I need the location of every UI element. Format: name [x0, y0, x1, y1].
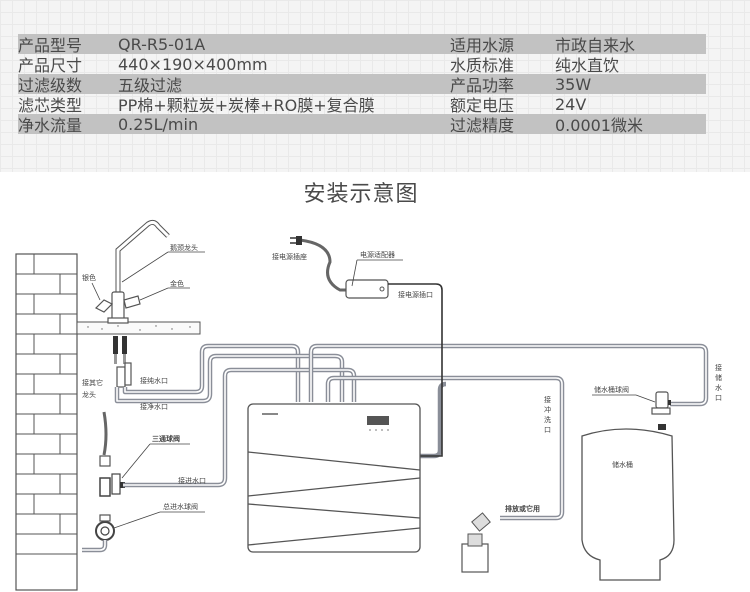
- spec-row-flow: 净水流量 0.25L/min: [18, 114, 706, 135]
- spec-value: 35W: [555, 74, 592, 94]
- power-adapter-icon: [345, 279, 389, 299]
- pipes: [82, 343, 709, 553]
- fitting-icon: [124, 362, 132, 386]
- spec-value: 0.25L/min: [118, 114, 199, 134]
- label-left-handle: 银色: [82, 273, 96, 282]
- three-way-valve-icon: [99, 473, 125, 497]
- spec-label: 滤芯类型: [18, 96, 83, 115]
- label-inlet-port: 接进水口: [178, 476, 206, 485]
- spec-value: 五级过滤: [118, 76, 183, 95]
- label-tank-valve: 储水桶球阀: [594, 385, 629, 394]
- ro-purifier-unit: [247, 403, 421, 553]
- spec-label: 净水流量: [18, 116, 83, 135]
- countertop: [76, 321, 201, 335]
- power-socket-icon: [379, 286, 385, 292]
- spec-label: 适用水源: [450, 36, 515, 55]
- spec-value: 0.0001微米: [555, 116, 643, 135]
- spec-row-voltage: 额定电压 24V: [450, 94, 706, 116]
- label-drain: 排放或它用: [505, 504, 540, 513]
- label-storage-tank: 储水桶: [612, 460, 633, 469]
- spec-row-model: 产品型号 QR-R5-01A: [18, 34, 706, 55]
- tank-valve-icon: [651, 391, 671, 415]
- spec-row-power: 产品功率 35W: [450, 74, 706, 96]
- label-power-adapter: 电源适配器: [360, 250, 395, 259]
- diagram-labels: 鹅颈龙头 银色 金色 接纯水口 接净水口 三通球阀 接进水口 总进水球阀 接电源…: [82, 243, 656, 529]
- label-right-handle: 金色: [170, 279, 184, 288]
- main-inlet-valve-icon: [95, 514, 115, 541]
- label-storage-port: 接储水口: [715, 364, 722, 402]
- spec-value: QR-R5-01A: [118, 34, 206, 54]
- diagram-title: 安装示意图: [303, 182, 419, 207]
- spec-label: 产品型号: [18, 36, 83, 55]
- spec-row-filter-type: 滤芯类型 PP棉+颗粒炭+炭棒+RO膜+复合膜: [18, 94, 458, 115]
- label-gooseneck-faucet: 鹅颈龙头: [170, 243, 198, 252]
- spec-label: 过滤精度: [450, 116, 515, 135]
- label-power-port: 接电源插口: [398, 290, 433, 299]
- spec-row-water-standard: 水质标准 纯水直饮: [450, 54, 706, 75]
- spec-value: 24V: [555, 94, 587, 114]
- spec-row-water-source: 适用水源 市政自来水: [450, 34, 706, 55]
- label-three-way-valve: 三通球阀: [152, 434, 180, 443]
- spec-value: 市政自来水: [555, 36, 636, 55]
- fitting-icon: [116, 366, 126, 388]
- spec-panel: 产品型号 QR-R5-01A 产品尺寸 440×190×400mm 过滤级数 五…: [0, 0, 750, 172]
- spec-value: 440×190×400mm: [118, 54, 268, 74]
- hose-nut-icon: [99, 455, 111, 467]
- drain-pipe-icon: [461, 512, 491, 573]
- label-flush-port: 接冲洗口: [544, 396, 551, 434]
- label-main-inlet-valve: 总进水球阀: [163, 502, 198, 511]
- faucet-hoses: [113, 336, 127, 364]
- brick-wall: [15, 253, 78, 591]
- label-clean-water-port: 接净水口: [140, 402, 168, 411]
- spec-value: PP棉+颗粒炭+炭棒+RO膜+复合膜: [118, 96, 375, 115]
- spec-row-size: 产品尺寸 440×190×400mm: [18, 54, 354, 76]
- spec-row-stages: 过滤级数 五级过滤: [18, 74, 706, 95]
- spec-label: 水质标准: [450, 56, 515, 75]
- label-power-plug: 接电源插座: [272, 252, 307, 261]
- spec-label: 产品尺寸: [18, 56, 83, 75]
- power-cable: [388, 283, 443, 457]
- storage-tank-icon: [581, 424, 675, 581]
- power-cord: [290, 236, 350, 292]
- label-other-faucet: 接其它龙头: [82, 379, 103, 399]
- spec-label: 过滤级数: [18, 76, 83, 95]
- gooseneck-faucet-icon: [94, 219, 170, 324]
- flex-hose: [102, 411, 108, 456]
- spec-value: 纯水直饮: [555, 56, 620, 75]
- label-pure-water-port: 接纯水口: [140, 376, 168, 385]
- spec-label: 额定电压: [450, 96, 515, 115]
- spec-label: 产品功率: [450, 76, 515, 95]
- spec-row-precision: 过滤精度 0.0001微米: [450, 114, 706, 135]
